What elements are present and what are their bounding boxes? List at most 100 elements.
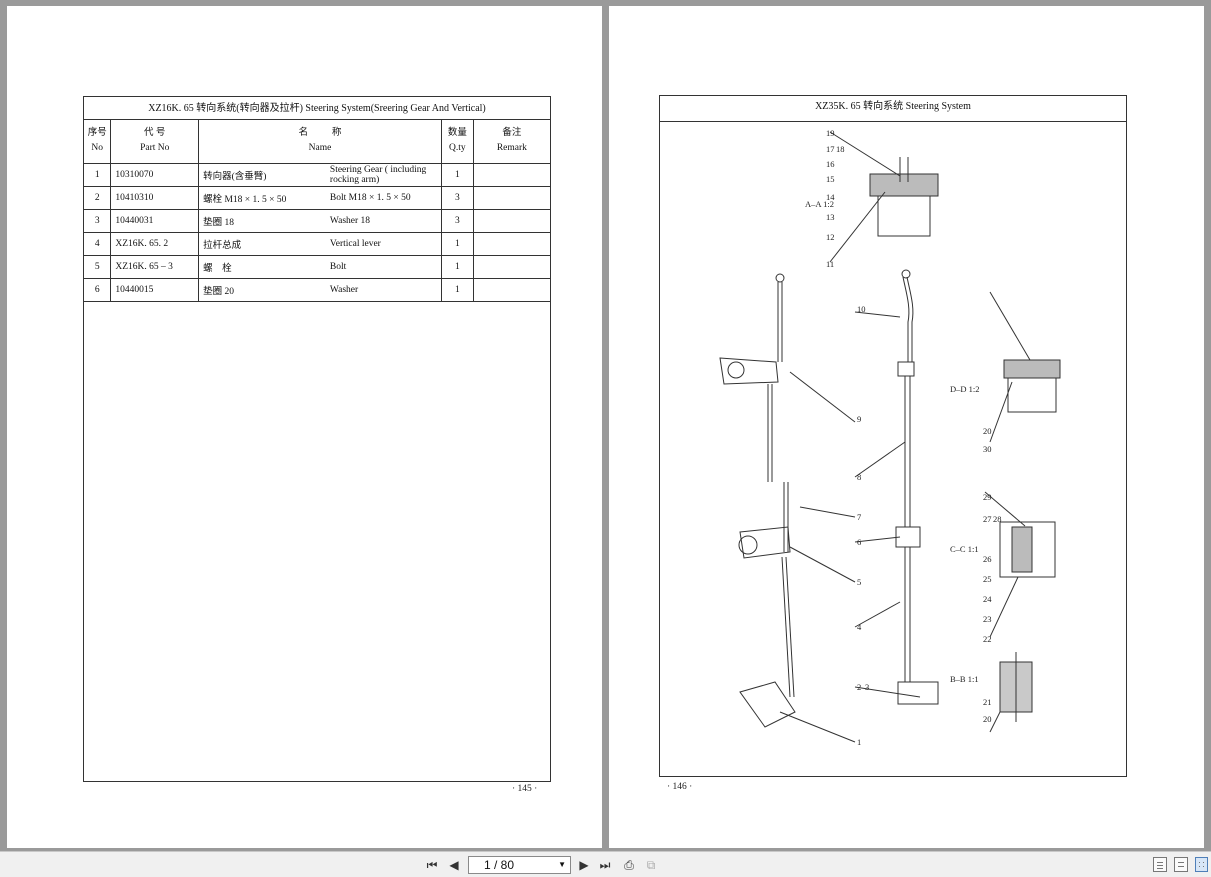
row-part-no: 10310070 xyxy=(110,162,200,187)
row-part-no: XZ16K. 65. 2 xyxy=(110,231,200,256)
drawing-title: XZ35K. 65 转向系统 Steering System xyxy=(660,96,1126,122)
page-number: · 145 · xyxy=(512,784,538,794)
print-icon[interactable]: ⎙ xyxy=(624,858,634,872)
single-page-view-icon[interactable] xyxy=(1153,857,1167,872)
callout-5: 5 xyxy=(857,577,861,587)
header-qty-en: Q.ty xyxy=(449,143,466,154)
row-part-no: XZ16K. 65 – 3 xyxy=(110,254,200,279)
callout-3: 3 xyxy=(865,682,869,692)
section-c-label: C–C 1:1 xyxy=(950,544,979,554)
row-no: 4 xyxy=(84,231,112,256)
header-remark-cn: 备注 xyxy=(502,128,522,139)
row-qty: 3 xyxy=(440,208,474,233)
first-page-icon[interactable]: ⏮ xyxy=(426,858,438,872)
callout-25: 25 xyxy=(983,574,992,584)
callout-23: 23 xyxy=(983,614,992,624)
left-page: XZ16K. 65 转向系统(转向器及拉杆) Steering System(S… xyxy=(7,6,602,848)
row-name-en: Bolt M18 × 1. 5 × 50 xyxy=(325,185,442,210)
page-number: · 146 · xyxy=(667,782,693,792)
chevron-down-icon: ▼ xyxy=(558,860,566,869)
row-remark xyxy=(472,254,550,279)
callout-22: 22 xyxy=(983,634,992,644)
row-name-cn: 垫圈 20 xyxy=(198,277,326,302)
callout-20: 20 xyxy=(983,426,992,436)
row-name-cn: 转向器(含垂臂) xyxy=(198,162,326,187)
callout-26: 26 xyxy=(983,554,992,564)
row-qty: 1 xyxy=(440,277,474,302)
row-name-en: Steering Gear ( including rocking arm) xyxy=(325,162,442,187)
callout-16: 16 xyxy=(826,159,835,169)
page-indicator: 1 / 80 xyxy=(484,858,515,872)
row-remark xyxy=(472,277,550,302)
callout-2: 2 xyxy=(857,682,861,692)
row-qty: 1 xyxy=(440,162,474,187)
callout-8: 8 xyxy=(857,472,861,482)
parts-table-frame: XZ16K. 65 转向系统(转向器及拉杆) Steering System(S… xyxy=(83,96,551,782)
callout-12: 12 xyxy=(826,232,835,242)
row-part-no: 10410310 xyxy=(110,185,200,210)
callout-13: 13 xyxy=(826,212,835,222)
table-row: 2 10410310 螺栓 M18 × 1. 5 × 50 Bolt M18 ×… xyxy=(84,185,550,210)
callout-1: 1 xyxy=(857,737,861,747)
ball-joint-top xyxy=(775,273,785,283)
callout-9: 9 xyxy=(857,414,861,424)
row-name-en: Bolt xyxy=(325,254,442,279)
page-selector[interactable]: 1 / 80 ▼ xyxy=(468,856,571,874)
last-page-icon[interactable]: ⏭ xyxy=(599,858,611,872)
steering-gear-box xyxy=(739,681,796,728)
row-no: 3 xyxy=(84,208,112,233)
section-d-label: D–D 1:2 xyxy=(950,384,980,394)
row-part-no: 10440031 xyxy=(110,208,200,233)
callout-29: 29 xyxy=(983,492,992,502)
row-qty: 1 xyxy=(440,231,474,256)
callout-18: 18 xyxy=(836,144,845,154)
next-page-icon[interactable]: ▶ xyxy=(579,858,589,872)
rocking-arm-upper xyxy=(719,357,779,385)
row-remark xyxy=(472,185,550,210)
table-row: 3 10440031 垫圈 18 Washer 18 3 xyxy=(84,208,550,233)
row-name-cn: 螺栓 M18 × 1. 5 × 50 xyxy=(198,185,326,210)
two-page-view-icon[interactable] xyxy=(1195,857,1208,872)
section-a-label: A–A 1:2 xyxy=(805,199,834,209)
callout-4: 4 xyxy=(857,622,862,632)
header-part-cn: 代 号 xyxy=(144,128,166,139)
header-no-cn: 序号 xyxy=(87,128,107,139)
row-name-cn: 螺 栓 xyxy=(198,254,326,279)
prev-page-icon[interactable]: ◀ xyxy=(449,858,459,872)
row-no: 1 xyxy=(84,162,112,187)
callout-30: 30 xyxy=(983,444,992,454)
table-row: 5 XZ16K. 65 – 3 螺 栓 Bolt 1 xyxy=(84,254,550,279)
row-part-no: 10440015 xyxy=(110,277,200,302)
continuous-view-icon[interactable] xyxy=(1174,857,1188,872)
table-title: XZ16K. 65 转向系统(转向器及拉杆) Steering System(S… xyxy=(84,97,550,120)
table-row: 4 XZ16K. 65. 2 拉杆总成 Vertical lever 1 xyxy=(84,231,550,256)
row-no: 6 xyxy=(84,277,112,302)
callout-17: 17 xyxy=(826,144,835,154)
row-qty: 1 xyxy=(440,254,474,279)
header-name-cn: 名 称 xyxy=(298,128,342,139)
row-name-en: Washer xyxy=(325,277,442,302)
right-page: XZ35K. 65 转向系统 Steering System xyxy=(609,6,1204,848)
copy-icon[interactable]: ⧉ xyxy=(646,858,656,872)
viewer-toolbar: ⏮ ◀ 1 / 80 ▼ ▶ ⏭ ⎙ ⧉ xyxy=(0,851,1211,877)
table-row: 6 10440015 垫圈 20 Washer 1 xyxy=(84,277,550,302)
table-row: 1 10310070 转向器(含垂臂) Steering Gear ( incl… xyxy=(84,162,550,187)
callout-27: 27 xyxy=(983,514,992,524)
section-b-label: B–B 1:1 xyxy=(950,674,979,684)
callout-6: 6 xyxy=(857,537,861,547)
callout-20b: 20 xyxy=(983,714,992,724)
row-name-cn: 垫圈 18 xyxy=(198,208,326,233)
header-no-en: No xyxy=(91,143,103,154)
rocking-arm-lower xyxy=(739,526,791,559)
callout-11: 11 xyxy=(826,259,834,269)
callout-10: 10 xyxy=(857,304,866,314)
callout-14: 14 xyxy=(826,192,835,202)
row-qty: 3 xyxy=(440,185,474,210)
row-no: 5 xyxy=(84,254,112,279)
drawing-frame: XZ35K. 65 转向系统 Steering System xyxy=(659,95,1127,777)
row-remark xyxy=(472,231,550,256)
header-remark-en: Remark xyxy=(496,143,527,154)
callout-7: 7 xyxy=(857,512,861,522)
